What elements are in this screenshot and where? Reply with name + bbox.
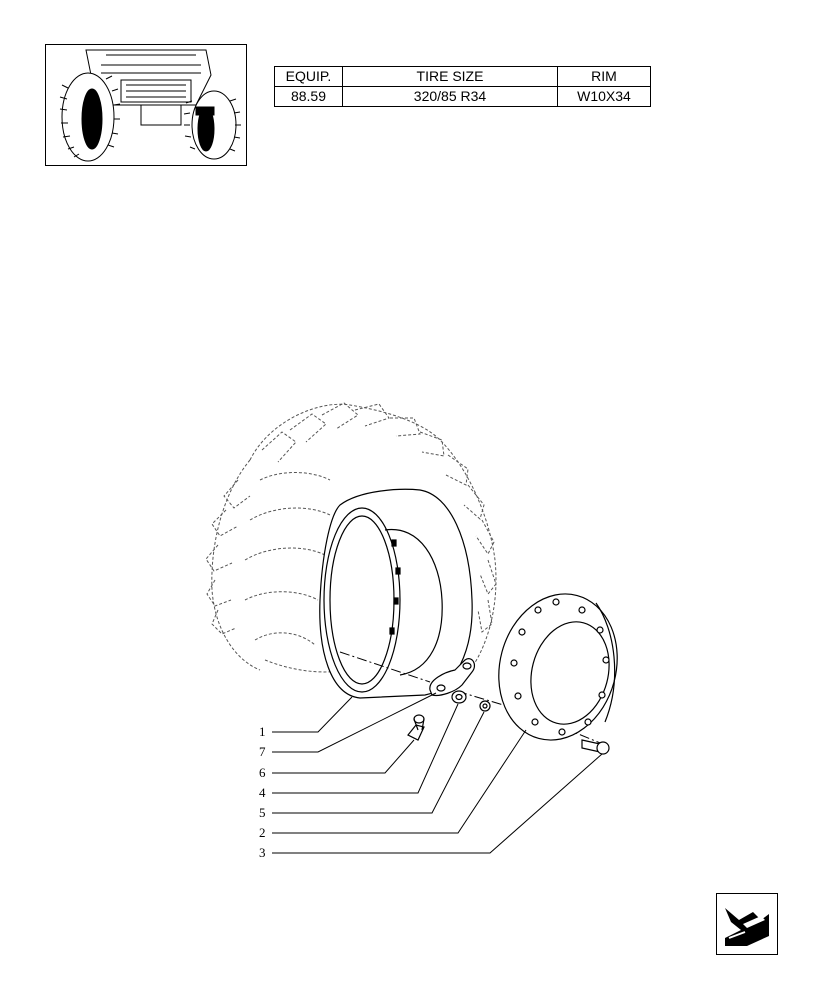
callout-2: 2 <box>259 825 266 840</box>
next-page-button[interactable] <box>716 893 778 955</box>
washer-part-5 <box>479 700 491 712</box>
callout-labels: 1 7 6 4 5 2 3 <box>259 724 266 860</box>
valve-part-6 <box>407 714 425 741</box>
spec-table: EQUIP. TIRE SIZE RIM 88.59 320/85 R34 W1… <box>274 66 651 107</box>
callout-3: 3 <box>259 845 266 860</box>
leader-lines <box>272 692 603 854</box>
header-rim: RIM <box>557 66 651 87</box>
next-page-arrow-icon <box>725 908 769 946</box>
tire-outline <box>205 402 497 673</box>
cell-tire-size: 320/85 R34 <box>342 86 558 107</box>
disc-part-2 <box>498 593 618 741</box>
cell-equip: 88.59 <box>274 86 343 107</box>
bolt-part-3 <box>581 739 610 755</box>
callout-5: 5 <box>259 805 266 820</box>
tractor-thumbnail-icon <box>59 49 241 162</box>
header-tire-size: TIRE SIZE <box>342 66 558 87</box>
tractor-thumbnail <box>45 44 247 166</box>
rim <box>319 488 473 699</box>
bracket-part-7 <box>429 658 476 697</box>
table-row: 88.59 320/85 R34 W10X34 <box>274 86 651 107</box>
callout-7: 7 <box>259 744 266 759</box>
callout-6: 6 <box>259 765 266 780</box>
nut-part-4 <box>451 690 467 704</box>
cell-rim: W10X34 <box>557 86 651 107</box>
callout-4: 4 <box>259 785 266 800</box>
callout-1: 1 <box>259 724 266 739</box>
